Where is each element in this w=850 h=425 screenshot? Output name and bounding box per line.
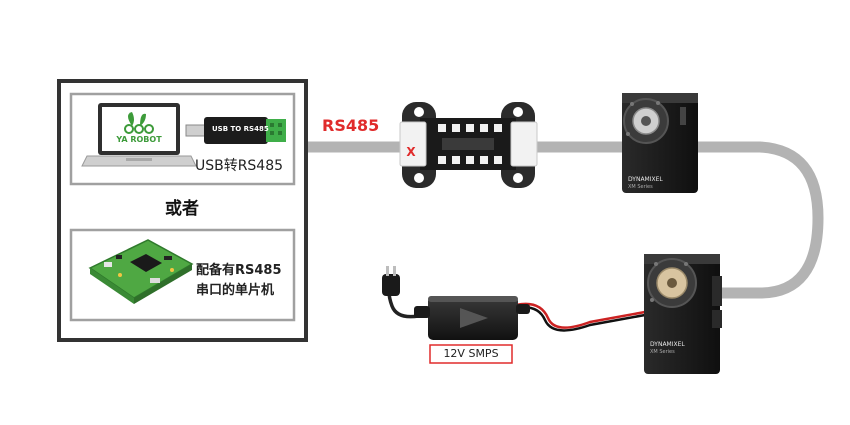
usb-caption: USB转RS485 [194, 158, 284, 174]
ac-plug-icon [382, 266, 400, 296]
dynamixel-servo-2 [644, 254, 722, 374]
dynamixel-servo-1 [622, 93, 698, 193]
rs485-hub-board [399, 102, 538, 188]
host-panel [57, 79, 308, 342]
mcu-board-icon [88, 239, 194, 304]
power-label: 12V SMPS [443, 347, 499, 360]
mcu-caption-line2: 串口的单片机 [196, 283, 275, 298]
servo-2-brand-text: DYNAMIXEL [650, 341, 685, 348]
mcu-caption-line1: 配备有RS485 [196, 263, 282, 278]
laptop-icon [81, 103, 197, 167]
rs485-protocol-label: RS485 [322, 116, 380, 135]
servo-2-series-text: XM Series [650, 349, 675, 355]
usb-rs485-adapter-icon [185, 117, 286, 144]
power-supply-adapter [382, 266, 530, 340]
hub-mark: X [406, 145, 416, 159]
laptop-logo-text: YA ROBOT [116, 135, 162, 144]
bus-cable [306, 141, 824, 299]
power-label-frame [429, 344, 513, 364]
ya-robot-logo-icon [124, 112, 154, 134]
servo-1-series-text: XM Series [628, 184, 653, 190]
servo-1-brand-text: DYNAMIXEL [628, 176, 663, 183]
or-text: 或者 [165, 199, 199, 219]
usb-adapter-label: USB TO RS485 [212, 125, 269, 133]
